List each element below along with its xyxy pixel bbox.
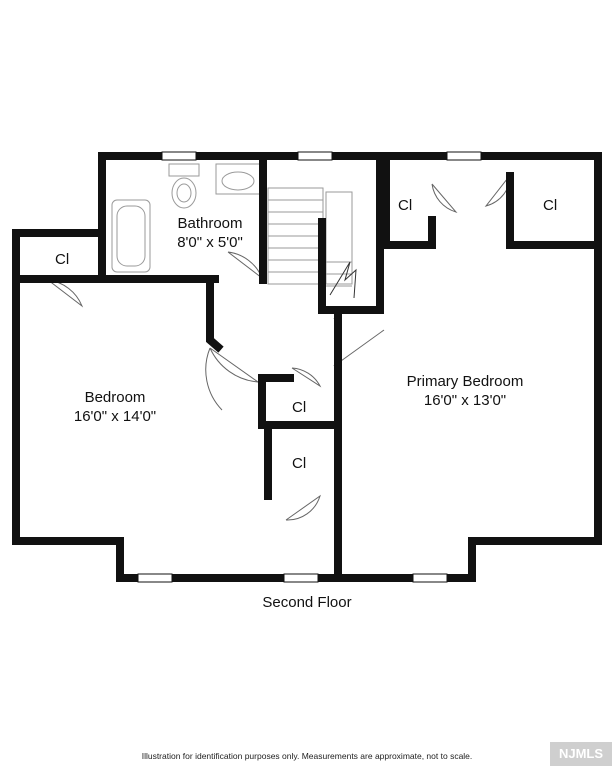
closet-label: Cl bbox=[398, 197, 413, 214]
bedroom-label: Bedroom 16'0" x 14'0" bbox=[40, 388, 190, 426]
window bbox=[137, 573, 173, 583]
primary-bedroom-name: Primary Bedroom bbox=[406, 373, 524, 390]
closet-label: Cl bbox=[292, 399, 307, 416]
bathroom-label: Bathroom 8'0" x 5'0" bbox=[160, 214, 260, 252]
walls bbox=[12, 152, 602, 582]
bedroom-size: 16'0" x 14'0" bbox=[73, 408, 157, 425]
watermark-logo: NJMLS bbox=[550, 742, 612, 766]
primary-bedroom-size: 16'0" x 13'0" bbox=[423, 392, 507, 409]
bathroom-name: Bathroom bbox=[177, 215, 243, 232]
stairs bbox=[267, 187, 357, 299]
closet-label: Cl bbox=[543, 197, 558, 214]
floor-title: Second Floor bbox=[262, 594, 352, 611]
disclaimer-text: Illustration for identification purposes… bbox=[141, 751, 473, 761]
primary-bedroom-label: Primary Bedroom 16'0" x 13'0" bbox=[385, 372, 545, 410]
toilet-tank bbox=[168, 163, 200, 177]
window bbox=[283, 573, 319, 583]
window bbox=[297, 151, 333, 161]
bedroom-name: Bedroom bbox=[84, 389, 146, 406]
window bbox=[412, 573, 448, 583]
window bbox=[161, 151, 197, 161]
closet-label: Cl bbox=[55, 251, 70, 268]
windows bbox=[137, 151, 482, 583]
bathroom-size: 8'0" x 5'0" bbox=[177, 234, 243, 251]
window bbox=[446, 151, 482, 161]
closet-label: Cl bbox=[292, 455, 307, 472]
sink-basin bbox=[221, 171, 255, 191]
